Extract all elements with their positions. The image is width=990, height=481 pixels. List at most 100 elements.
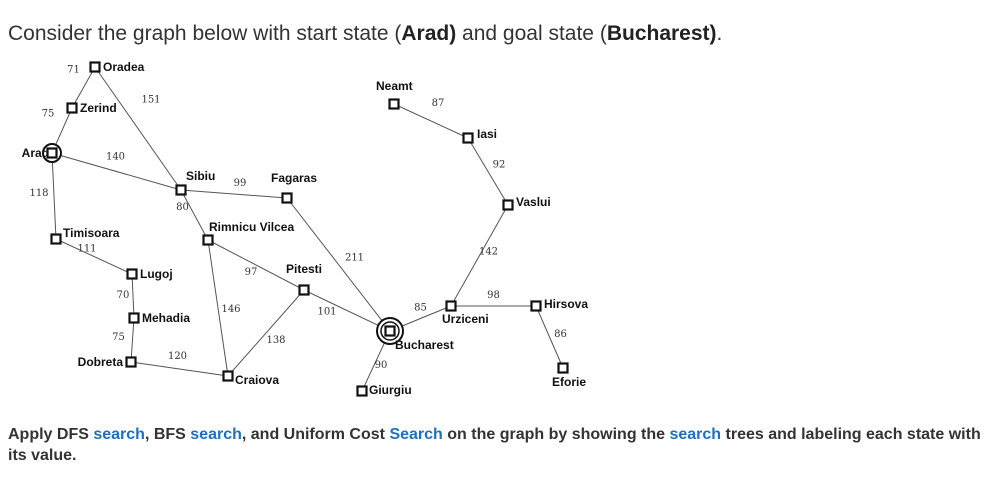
road-iasi-neamt (393, 103, 469, 139)
city-node-fagaras (281, 192, 293, 204)
road-cost-vaslui-iasi: 92 (493, 160, 506, 171)
task-instruction: Apply DFS search, BFS search, and Unifor… (8, 424, 983, 466)
city-label-sibiu: Sibiu (186, 169, 215, 183)
road-vaslui-iasi (467, 137, 509, 206)
road-cost-arad-timisoara: 118 (29, 188, 48, 199)
city-node-rimnicu-vilcea (202, 234, 214, 246)
city-label-dobreta: Dobreta (78, 355, 124, 369)
road-cost-iasi-neamt: 87 (432, 98, 445, 109)
city-label-iasi: Iasi (477, 127, 497, 141)
city-label-lugoj: Lugoj (140, 267, 173, 281)
road-cost-arad-sibiu: 140 (106, 152, 125, 163)
city-label-timisoara: Timisoara (63, 226, 120, 240)
road-cost-sibiu-rimnicu-vilcea: 80 (176, 202, 189, 213)
city-node-zerind (66, 102, 78, 114)
city-label-bucharest: Bucharest (395, 338, 454, 352)
city-node-timisoara (50, 233, 62, 245)
city-label-giurgiu: Giurgiu (369, 383, 412, 397)
city-label-rimnicu-vilcea: Rimnicu Vilcea (209, 220, 294, 234)
search-link-3[interactable]: Search (389, 426, 443, 443)
road-cost-pitesti-bucharest: 101 (317, 307, 336, 318)
city-node-vaslui (502, 199, 514, 211)
road-cost-fagaras-bucharest: 211 (345, 253, 364, 264)
city-node-giurgiu (356, 385, 368, 397)
city-node-pitesti (298, 284, 310, 296)
city-node-arad (46, 147, 58, 159)
road-dobreta-craiova (130, 361, 229, 377)
road-fagaras-bucharest (286, 197, 391, 332)
search-link-4[interactable]: search (669, 426, 722, 443)
city-node-eforie (557, 362, 569, 374)
city-label-oradea: Oradea (103, 60, 145, 74)
city-node-craiova (222, 370, 234, 382)
city-label-hirsova: Hirsova (544, 297, 588, 311)
task-text-5: trees and labeling each state with its v… (8, 426, 981, 464)
city-label-zerind: Zerind (80, 101, 117, 115)
road-cost-dobreta-craiova: 120 (168, 351, 187, 362)
road-cost-urziceni-hirsova: 98 (487, 290, 500, 301)
city-label-craiova: Craiova (235, 373, 279, 387)
road-cost-rimnicu-vilcea-pitesti: 97 (245, 267, 258, 278)
road-rimnicu-vilcea-craiova (207, 239, 229, 377)
road-cost-mehadia-dobreta: 75 (112, 332, 125, 343)
city-node-sibiu (175, 184, 187, 196)
start-state: Arad) (401, 22, 457, 45)
task-text-2: , BFS (144, 426, 191, 443)
road-mehadia-dobreta (130, 317, 135, 363)
city-node-hirsova (530, 300, 542, 312)
task-text-3: , and Uniform Cost (241, 426, 390, 443)
road-cost-timisoara-lugoj: 111 (77, 244, 96, 255)
road-hirsova-eforie (535, 305, 564, 369)
road-pitesti-bucharest (303, 289, 391, 332)
city-label-neamt: Neamt (376, 79, 413, 93)
city-node-urziceni (445, 300, 457, 312)
goal-state: Bucharest) (606, 22, 717, 45)
road-cost-oradea-zerind: 71 (67, 65, 80, 76)
city-node-iasi (462, 132, 474, 144)
problem-statement: Consider the graph below with start stat… (8, 22, 722, 46)
road-sibiu-fagaras (180, 189, 288, 199)
road-cost-lugoj-mehadia: 70 (117, 290, 130, 301)
task-text-1: Apply DFS (8, 426, 94, 443)
city-node-dobreta (125, 356, 137, 368)
road-cost-bucharest-urziceni: 85 (414, 303, 427, 314)
road-cost-bucharest-giurgiu: 90 (375, 360, 388, 371)
intro-text-1: Consider the graph below with start stat… (8, 22, 402, 45)
road-cost-urziceni-vaslui: 142 (479, 247, 498, 258)
road-cost-zerind-arad: 75 (42, 109, 55, 120)
road-oradea-sibiu (94, 66, 182, 191)
intro-text-2: and goal state ( (456, 22, 607, 45)
city-label-eforie: Eforie (552, 375, 586, 389)
road-arad-sibiu (51, 152, 182, 191)
road-cost-craiova-pitesti: 138 (266, 335, 285, 346)
task-text-4: on the graph by showing the (442, 426, 670, 443)
city-label-urziceni: Urziceni (442, 312, 489, 326)
city-label-fagaras: Fagaras (271, 171, 317, 185)
road-cost-oradea-sibiu: 151 (141, 95, 160, 106)
city-node-bucharest (384, 325, 396, 337)
road-craiova-pitesti (227, 289, 305, 377)
city-label-pitesti: Pitesti (286, 262, 322, 276)
city-node-oradea (89, 61, 101, 73)
road-rimnicu-vilcea-pitesti (207, 239, 305, 291)
city-label-arad: Arad (22, 146, 49, 160)
city-label-mehadia: Mehadia (142, 311, 190, 325)
road-lugoj-mehadia (131, 273, 135, 319)
road-cost-hirsova-eforie: 86 (554, 329, 567, 340)
road-urziceni-vaslui (450, 204, 509, 307)
search-link-1[interactable]: search (93, 426, 145, 443)
search-link-2[interactable]: search (190, 426, 242, 443)
city-node-neamt (388, 98, 400, 110)
road-cost-rimnicu-vilcea-craiova: 146 (221, 304, 240, 315)
goal-state-inner-ring (380, 321, 400, 341)
road-arad-timisoara (51, 152, 57, 240)
road-cost-sibiu-fagaras: 99 (234, 178, 247, 189)
city-label-vaslui: Vaslui (516, 195, 551, 209)
road-timisoara-lugoj (55, 238, 133, 275)
romania-map-graph: 71 75 151 140 118 111 70 75 120 99 80 97 146 138 101 21… (22, 60, 589, 397)
city-node-lugoj (126, 268, 138, 280)
road-sibiu-rimnicu-vilcea (180, 189, 209, 241)
city-node-mehadia (128, 312, 140, 324)
road-oradea-zerind (71, 66, 96, 109)
intro-text-3: . (716, 22, 723, 45)
